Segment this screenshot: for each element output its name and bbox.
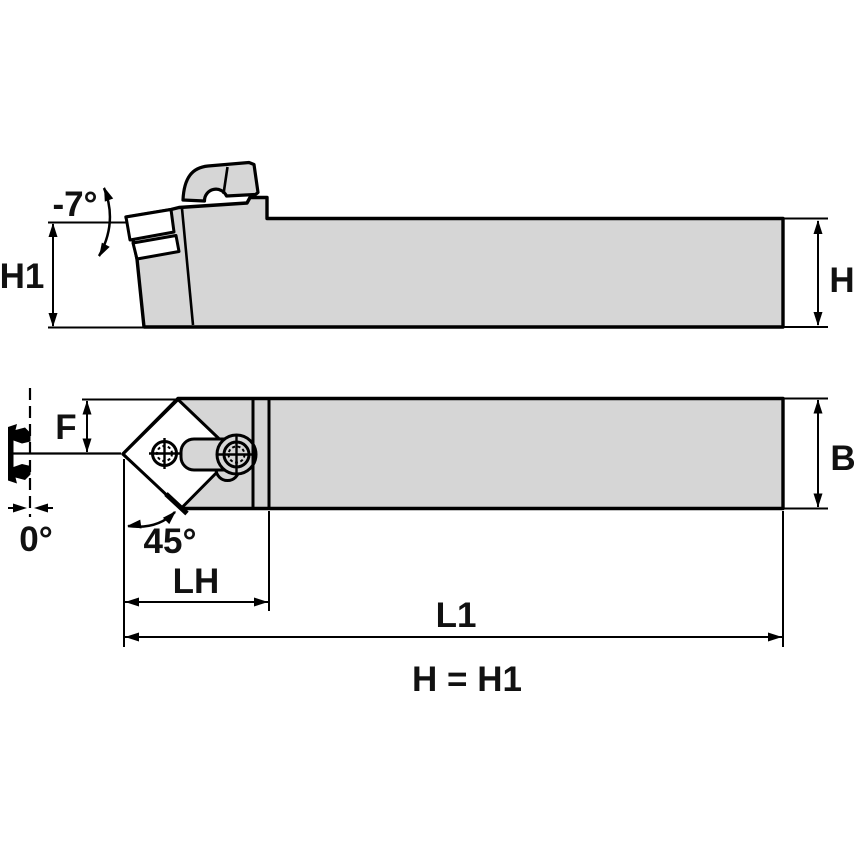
side-view-pocket-seam [180, 208, 195, 326]
side-view-clamp-seam [222, 166, 229, 195]
dimension-inclination: 0° [8, 503, 53, 559]
dimension-f: F [55, 398, 177, 453]
dimension-rake-angle: -7° [48, 185, 127, 257]
side-view-holder-body [124, 195, 785, 329]
dimension-lead-angle: 45° [127, 511, 197, 561]
b-label: B [830, 439, 854, 478]
height-equation: H = H1 [412, 660, 522, 699]
side-view: -7° H1 H [0, 160, 854, 329]
dimension-lh: LH [123, 459, 270, 647]
plan-view: F 0° 45° [8, 388, 854, 647]
h-label: H [829, 261, 854, 300]
side-view-insert [124, 208, 176, 242]
side-view-shim [131, 234, 181, 261]
f-label: F [55, 408, 76, 447]
clamp-screw-icon [216, 434, 257, 475]
lh-label: LH [173, 562, 220, 601]
lead-angle-label: 45° [144, 522, 197, 561]
workpiece-profile-icon [8, 424, 31, 484]
l1-label: L1 [436, 596, 477, 635]
inclination-label: 0° [19, 520, 52, 559]
plan-view-cutting-edge [164, 492, 189, 516]
insert-screw-icon [149, 438, 180, 469]
side-view-clamp [181, 160, 260, 203]
rake-angle-label: -7° [52, 185, 97, 224]
dimension-h1: H1 [0, 223, 145, 329]
h1-label: H1 [0, 257, 44, 296]
dimension-l1: L1 [125, 511, 784, 647]
dimension-b: B [783, 397, 854, 510]
dimension-h: H [783, 217, 854, 328]
